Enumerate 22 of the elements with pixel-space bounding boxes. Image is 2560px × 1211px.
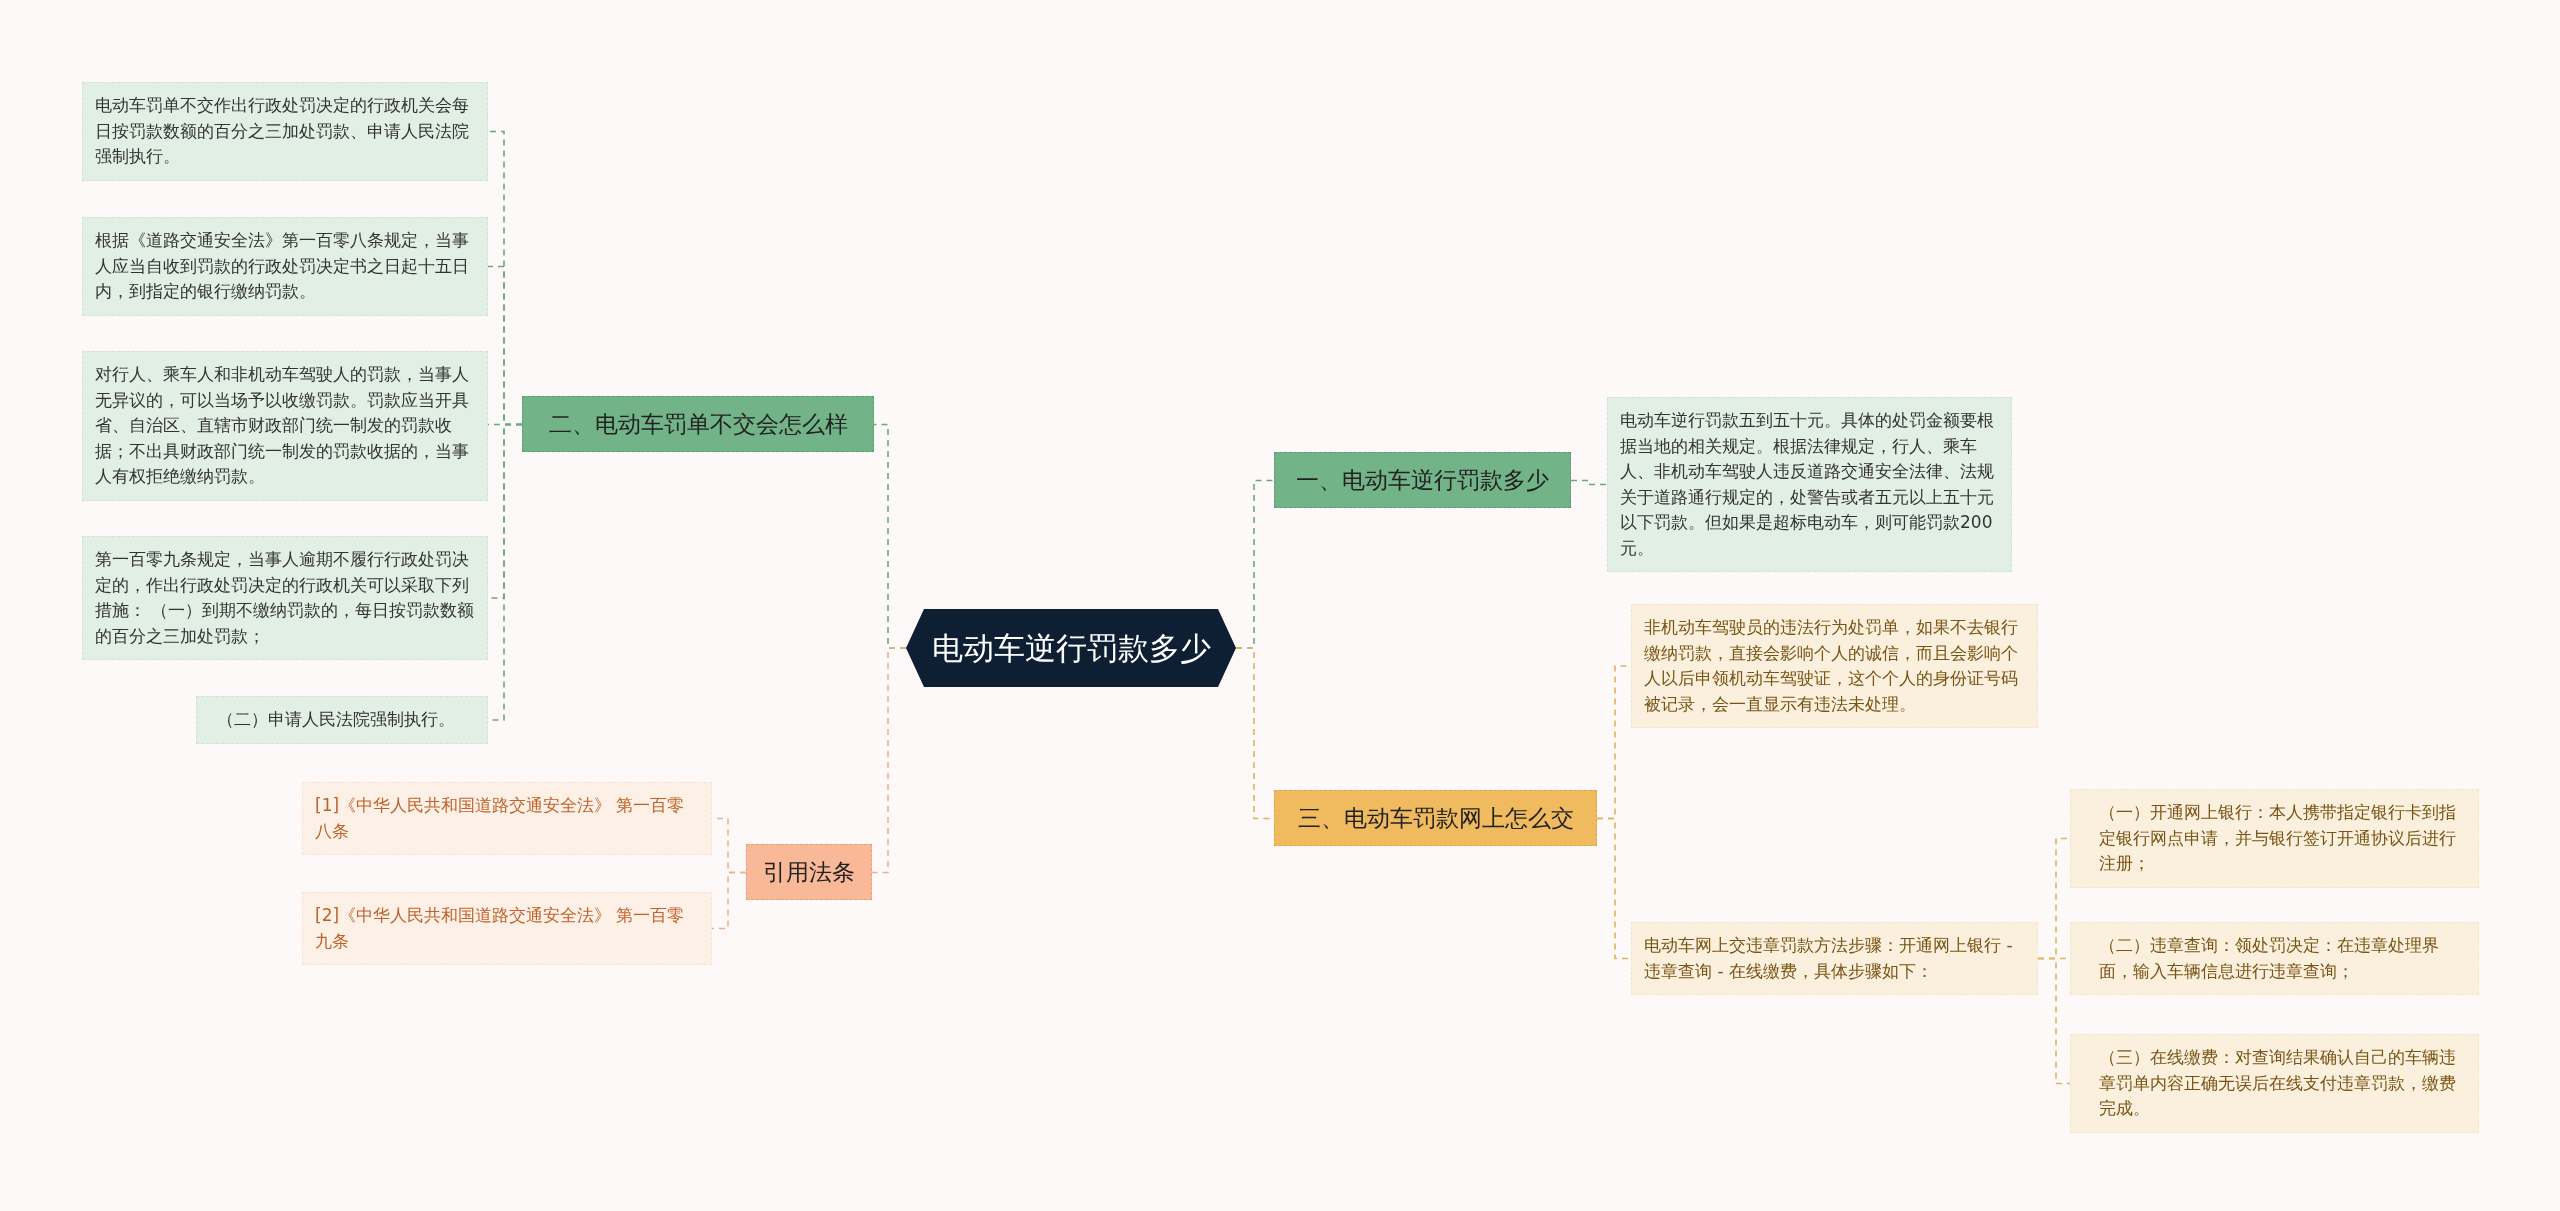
topic-box: 引用法条 [746, 843, 872, 900]
note-box: 第一百零九条规定，当事人逾期不履行行政处罚决定的，作出行政处罚决定的行政机关可以采取下列措施： （一）到期不缴纳罚款的，每日按罚款数额的百分之三加处罚款； [82, 536, 488, 660]
note-box: （二）申请人民法院强制执行。 [196, 696, 488, 744]
note-box: 电动车罚单不交作出行政处罚决定的行政机关会每日按罚款数额的百分之三加处罚款、申请人民法院强制执行。 [82, 82, 488, 181]
note-box: （二）违章查询：领处罚决定：在违章处理界面，输入车辆信息进行违章查询； [2070, 922, 2479, 995]
root-hexagon: 电动车逆行罚款多少 [906, 609, 1236, 687]
note-box: 电动车网上交违章罚款方法步骤：开通网上银行 - 违章查询 - 在线缴费，具体步骤如下： [1631, 922, 2038, 995]
note-box: （一）开通网上银行：本人携带指定银行卡到指定银行网点申请，并与银行签订开通协议后进行注册； [2070, 789, 2479, 888]
topic-box: 一、电动车逆行罚款多少 [1274, 451, 1571, 508]
note-box: 非机动车驾驶员的违法行为处罚单，如果不去银行缴纳罚款，直接会影响个人的诚信，而且会影响个人以后申领机动车驾驶证，这个个人的身份证号码被记录，会一直显示有违法未处理。 [1631, 604, 2038, 728]
connector [871, 647, 907, 874]
connector [2037, 957, 2071, 1085]
connector [1570, 479, 1608, 486]
note-box: [1]《中华人民共和国道路交通安全法》 第一百零八条 [302, 782, 712, 855]
topic-box: 三、电动车罚款网上怎么交 [1274, 789, 1597, 846]
note-box: （三）在线缴费：对查询结果确认自己的车辆违章罚单内容正确无误后在线支付违章罚款，缴费完成。 [2070, 1034, 2479, 1133]
note-box: 根据《道路交通安全法》第一百零八条规定，当事人应当自收到罚款的行政处罚决定书之日起十五日内，到指定的银行缴纳罚款。 [82, 217, 488, 316]
connector [711, 871, 747, 930]
note-box: 对行人、乘车人和非机动车驾驶人的罚款，当事人无异议的，可以当场予以收缴罚款。罚款应当开具省、自治区、直辖市财政部门统一制发的罚款收据；不出具财政部门统一制发的罚款收据的，当事人有权拒绝缴纳罚款。 [82, 351, 488, 501]
topic-box: 二、电动车罚单不交会怎么样 [522, 395, 874, 452]
note-box: [2]《中华人民共和国道路交通安全法》 第一百零九条 [302, 892, 712, 965]
note-box: 电动车逆行罚款五到五十元。具体的处罚金额要根据当地的相关规定。根据法律规定，行人、乘车人、非机动车驾驶人违反道路交通安全法律、法规关于道路通行规定的，处警告或者五元以上五十元以下罚款。但如果是超标电动车，则可能罚款200元。 [1607, 397, 2012, 572]
